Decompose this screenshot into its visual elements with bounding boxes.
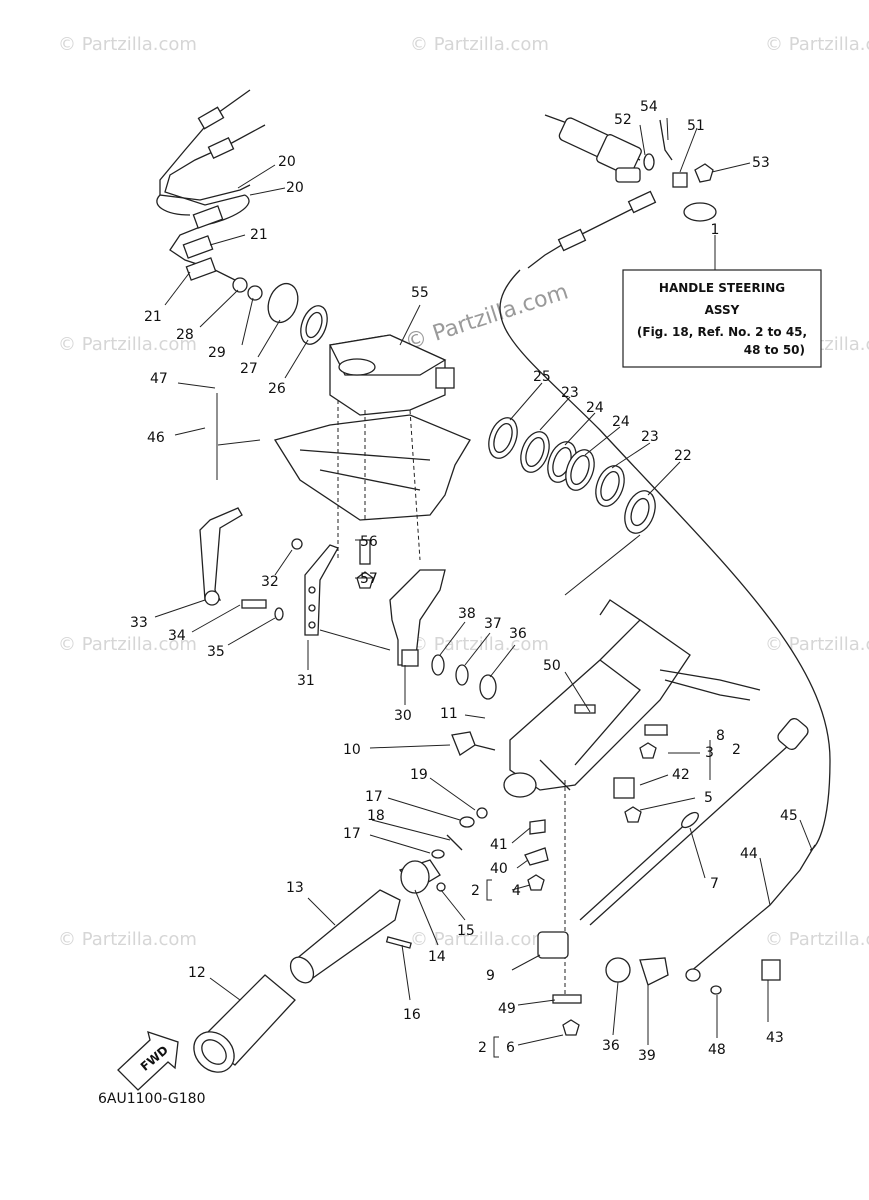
callout-19: 19 [410, 767, 428, 783]
callout-38: 38 [458, 606, 476, 622]
callout-21b: 21 [144, 309, 162, 325]
callout-50: 50 [543, 658, 561, 674]
watermark: © Partzilla.com [58, 929, 197, 950]
callout-43: 43 [766, 1030, 784, 1046]
callout-17b: 17 [343, 826, 361, 842]
callout-26: 26 [268, 381, 286, 397]
watermark: © Partzilla.com [765, 929, 869, 950]
note-box-frame [622, 269, 822, 368]
callout-45: 45 [780, 808, 798, 824]
callout-56: 56 [360, 534, 378, 550]
group-brackets: 2 2 [471, 879, 499, 1058]
part-callouts: 1 2 3 4 5 6 7 8 9 10 11 12 13 14 15 16 1… [130, 99, 798, 1064]
callout-36: 36 [509, 626, 527, 642]
note-line-1: HANDLE STEERING [659, 281, 785, 295]
top-right-assembly [499, 114, 831, 851]
callout-21: 21 [250, 227, 268, 243]
callout-24: 24 [586, 400, 604, 416]
callout-48: 48 [708, 1042, 726, 1058]
callout-41: 41 [490, 837, 508, 853]
group-prefix: 2 [471, 883, 480, 899]
diagram-code: 6AU1100-G180 [98, 1091, 206, 1107]
callout-55: 55 [411, 285, 429, 301]
watermark: © Partzilla.com [58, 334, 197, 355]
cables-upper-left [156, 89, 328, 345]
watermark: © Partzilla.com [58, 34, 197, 55]
callout-40: 40 [490, 861, 508, 877]
left-brackets [199, 507, 391, 651]
callout-34: 34 [168, 628, 186, 644]
watermark-layer: © Partzilla.com © Partzilla.com © Partzi… [58, 34, 869, 950]
watermark: © Partzilla.com [765, 634, 869, 655]
callout-37: 37 [484, 616, 502, 632]
watermark: © Partzilla.com [410, 34, 549, 55]
callout-20: 20 [278, 154, 296, 170]
callout-11: 11 [440, 706, 458, 722]
watermark: © Partzilla.com [410, 634, 549, 655]
steering-bracket [273, 334, 471, 561]
callout-57: 57 [360, 571, 378, 587]
note-line-3: (Fig. 18, Ref. No. 2 to 45, [637, 325, 807, 339]
callout-24b: 24 [612, 414, 630, 430]
callout-51: 51 [687, 118, 705, 134]
small-parts [398, 718, 816, 1036]
callout-23b: 23 [641, 429, 659, 445]
note-line-4: 48 to 50) [744, 343, 805, 357]
callout-33: 33 [130, 615, 148, 631]
callout-17: 17 [365, 789, 383, 805]
callout-42: 42 [672, 767, 690, 783]
callout-35: 35 [207, 644, 225, 660]
note-line-2: ASSY [705, 303, 740, 317]
callout-31: 31 [297, 673, 315, 689]
note-box: HANDLE STEERING ASSY (Fig. 18, Ref. No. … [622, 269, 822, 368]
callout-3: 3 [705, 745, 714, 761]
callout-22: 22 [674, 448, 692, 464]
callout-8: 8 [716, 728, 725, 744]
fwd-arrow: FWD [117, 1031, 179, 1091]
callout-39: 39 [638, 1048, 656, 1064]
callout-15: 15 [457, 923, 475, 939]
callout-30: 30 [394, 708, 412, 724]
callout-12: 12 [188, 965, 206, 981]
group-prefix: 2 [478, 1040, 487, 1056]
callout-14: 14 [428, 949, 446, 965]
watermark: © Partzilla.com [410, 929, 549, 950]
callout-4: 4 [512, 883, 521, 899]
rings-stack [488, 417, 656, 596]
callout-25: 25 [533, 369, 551, 385]
callout-5: 5 [704, 790, 713, 806]
callout-23: 23 [561, 385, 579, 401]
callout-13: 13 [286, 880, 304, 896]
callout-20b: 20 [286, 180, 304, 196]
grip-parts [193, 860, 446, 1073]
callout-32: 32 [261, 574, 279, 590]
callout-27: 27 [240, 361, 258, 377]
watermark: © Partzilla.com [765, 34, 869, 55]
callout-6: 6 [506, 1040, 515, 1056]
callout-18: 18 [367, 808, 385, 824]
callout-49: 49 [498, 1001, 516, 1017]
callout-9: 9 [486, 968, 495, 984]
callout-53: 53 [752, 155, 770, 171]
watermark: © Partzilla.com [58, 634, 197, 655]
callout-47: 47 [150, 371, 168, 387]
steering-arm [356, 539, 497, 700]
callout-7: 7 [710, 876, 719, 892]
tiller-handle-body [503, 599, 761, 1000]
callout-1: 1 [711, 222, 720, 238]
leader-lines [154, 117, 813, 1046]
callout-44: 44 [740, 846, 758, 862]
callout-52: 52 [614, 112, 632, 128]
callout-28: 28 [176, 327, 194, 343]
callout-2: 2 [732, 742, 741, 758]
callout-16: 16 [403, 1007, 421, 1023]
callout-46: 46 [147, 430, 165, 446]
callout-54: 54 [640, 99, 658, 115]
callout-10: 10 [343, 742, 361, 758]
callout-29: 29 [208, 345, 226, 361]
callout-36b: 36 [602, 1038, 620, 1054]
